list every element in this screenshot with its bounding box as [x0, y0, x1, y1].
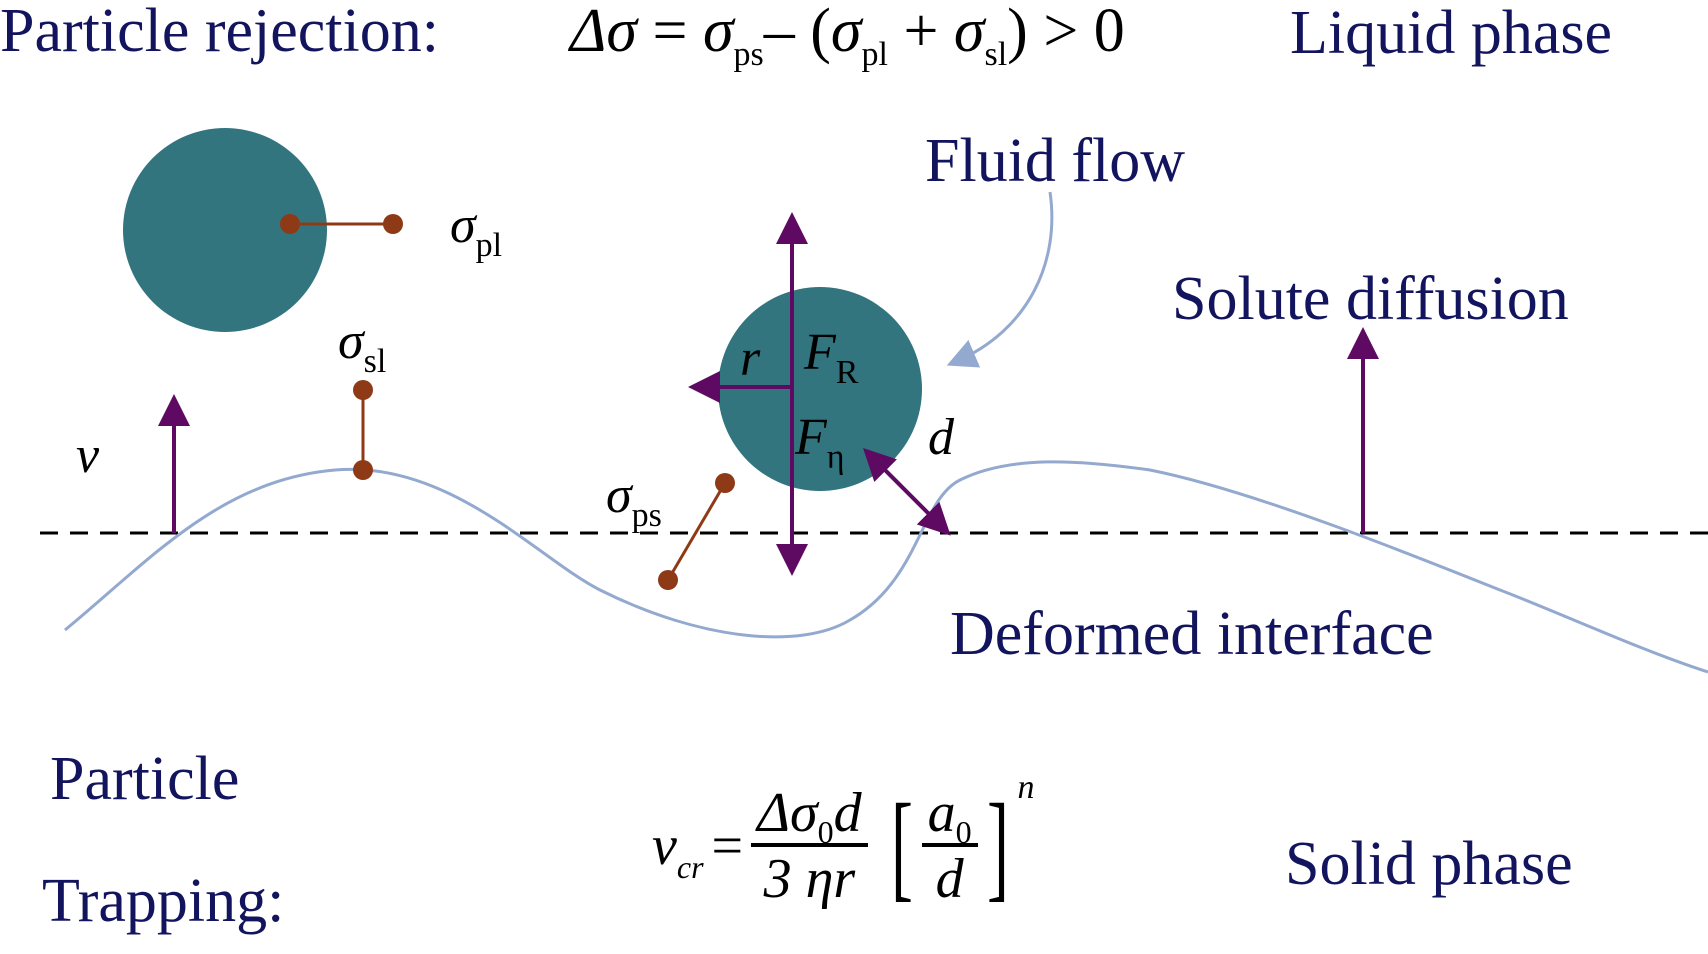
gap-distance-label: d: [928, 409, 954, 466]
sigma-pl-symbol: σ: [830, 0, 862, 65]
eq-sign: =: [652, 0, 688, 65]
exponent-n: n: [1017, 769, 1035, 806]
gap-distance-arrow: [863, 448, 951, 536]
trapping-eq-sign: =: [711, 815, 744, 877]
particle-label: Particle: [50, 745, 240, 813]
solute-diffusion-label: Solute diffusion: [1172, 265, 1569, 333]
fluid-flow-label: Fluid flow: [925, 127, 1186, 195]
delta-sigma: Δσ: [570, 0, 637, 65]
lift-force-label: FR: [804, 324, 859, 391]
velocity-label: v: [76, 427, 100, 484]
interface-particle: [718, 287, 922, 491]
deformed-interface-curve: [64, 460, 1708, 674]
liquid-phase-label: Liquid phase: [1290, 0, 1612, 67]
sigma-pl-vector: [280, 214, 403, 234]
trapping-label: Trapping:: [42, 867, 285, 935]
right-bracket: ]: [986, 779, 1009, 912]
sigma-sl-label: σsl: [338, 313, 387, 380]
fluid-flow-arrow: [946, 191, 1054, 368]
free-particle: [123, 128, 327, 332]
drag-force-label: Fη: [795, 409, 845, 476]
plus-sign: +: [887, 0, 954, 65]
sigma-pl-label: σpl: [450, 197, 503, 264]
bracket-fraction: a0 d: [921, 785, 978, 907]
sigma-ps-vector: [658, 473, 735, 590]
sigma-pl-sub: pl: [861, 36, 888, 73]
solid-phase-label: Solid phase: [1285, 830, 1573, 898]
sigma-sl-symbol: σ: [953, 0, 985, 65]
main-fraction: Δσ0d 3 ηr: [751, 785, 868, 907]
particle-rejection-label: Particle rejection:: [0, 0, 439, 65]
sigma-sl-sub: sl: [984, 36, 1008, 73]
sigma-ps-sub: ps: [733, 36, 764, 73]
radius-label: r: [740, 330, 761, 387]
left-bracket: [: [890, 779, 913, 912]
sigma-ps-symbol: σ: [702, 0, 734, 65]
sigma-sl-vector: [353, 380, 373, 480]
minus-paren: – (: [763, 0, 831, 65]
vcr-symbol: vcr: [652, 815, 704, 885]
sigma-ps-label: σps: [606, 467, 662, 534]
close-paren-gt-zero: ) > 0: [1007, 0, 1125, 65]
deformed-interface-label: Deformed interface: [950, 600, 1434, 668]
rejection-equation: Δσ = σps– (σpl + σsl) > 0: [570, 0, 1125, 72]
trapping-equation: vcr = Δσ0d 3 ηr [ a0 d ] n: [652, 771, 1035, 912]
